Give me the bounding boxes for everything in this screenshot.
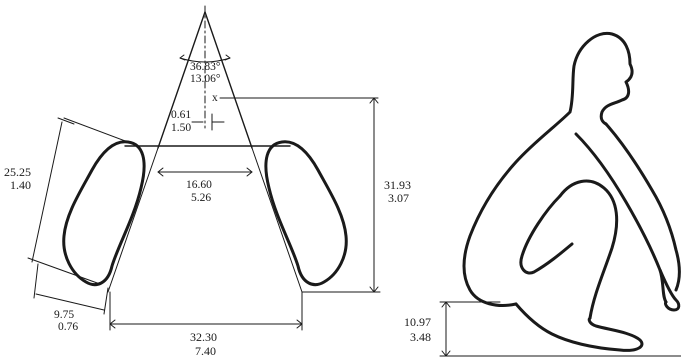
left-footprint — [62, 140, 146, 287]
overall-length-arrows — [369, 97, 379, 293]
heel-offset-value: 0.61 — [171, 109, 191, 121]
toe-separation-sd: 7.40 — [195, 344, 216, 358]
foot-width-value: 9.75 — [54, 309, 74, 321]
footprint-diagram: 36.83° 13.06° x 0.61 1.50 16.60 5.26 25.… — [4, 5, 411, 358]
right-footprint — [264, 140, 348, 287]
foot-length-dimension — [31, 121, 63, 263]
left-heel-tangent — [63, 117, 129, 143]
apex-angle-arrow — [179, 54, 231, 61]
left-foot-axis-line — [157, 11, 206, 149]
buttock-height-arrows — [441, 301, 451, 357]
thigh-outline — [558, 179, 619, 320]
toe-separation-arrows — [109, 319, 303, 329]
apex-angle-sd: 13.06° — [190, 73, 221, 85]
foot-length-sd: 1.40 — [10, 178, 31, 192]
toe-separation-value: 32.30 — [190, 330, 217, 344]
apex-angle-value: 36.83° — [190, 61, 221, 73]
body-outline — [462, 31, 634, 307]
heel-separation-sd: 5.26 — [191, 192, 211, 204]
right-foot-axis-line — [204, 11, 253, 149]
right-foot-tangent — [251, 147, 303, 293]
squatting-person-silhouette: 10.97 3.48 — [404, 31, 681, 357]
inner-leg-outline — [519, 194, 574, 275]
left-foot-tangent — [107, 147, 159, 293]
heel-separation-arrows — [157, 167, 253, 177]
buttock-height-sd: 3.48 — [410, 330, 431, 344]
hand-outline — [658, 268, 681, 312]
foot-width-sd: 0.76 — [58, 321, 78, 333]
arm-outline — [574, 122, 681, 304]
foot-length-ext-bottom — [27, 257, 101, 285]
foot-width-ext-left — [33, 263, 39, 299]
heel-offset-sd: 1.50 — [171, 122, 191, 134]
overall-length-sd: 3.07 — [388, 191, 409, 205]
leg-foot-outline — [514, 302, 644, 352]
foot-width-ext-right — [103, 287, 109, 315]
buttock-height-value: 10.97 — [404, 315, 431, 329]
foot-length-ext-top — [57, 117, 75, 125]
x-marker: x — [212, 92, 218, 104]
foot-width-dimension — [35, 293, 105, 311]
foot-length-value: 25.25 — [4, 165, 31, 179]
heel-separation-value: 16.60 — [186, 179, 212, 191]
overall-length-value: 31.93 — [384, 178, 411, 192]
